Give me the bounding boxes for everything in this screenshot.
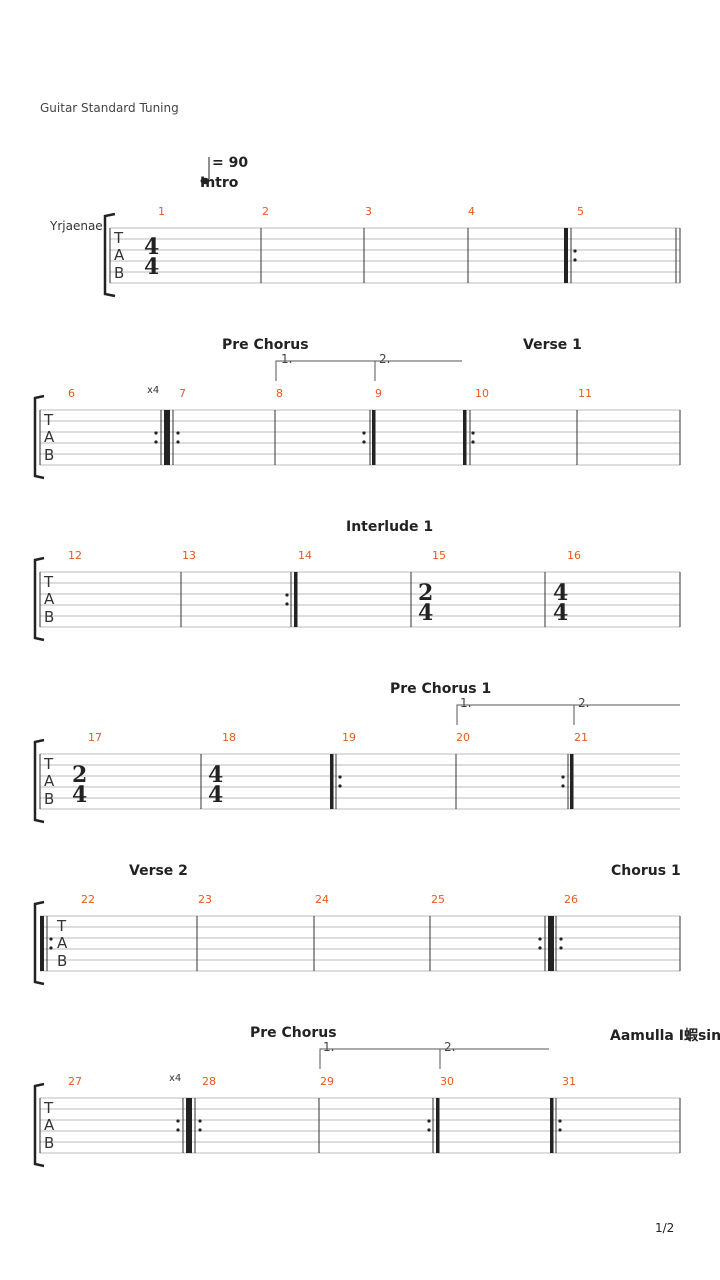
svg-text:T: T	[43, 411, 54, 429]
svg-text:4: 4	[418, 600, 433, 626]
tempo-marking: = 90	[212, 155, 249, 171]
staff-system-6: TAB	[33, 1048, 681, 1168]
section-aamulla: Aamulla I蝦sin h	[610, 1028, 720, 1044]
bar-number: 15	[432, 549, 446, 562]
bar-number: 28	[202, 1075, 216, 1088]
bar-number: 29	[320, 1075, 334, 1088]
repeat-count: x4	[147, 385, 160, 396]
tuning-label: Guitar Standard Tuning	[40, 101, 179, 115]
bar-number: 11	[578, 387, 592, 400]
svg-text:T: T	[43, 1099, 54, 1117]
svg-text:T: T	[56, 917, 67, 935]
svg-text:A: A	[57, 934, 68, 952]
staff-system-1: T A B 44	[103, 212, 681, 298]
bar-number: 30	[440, 1075, 454, 1088]
bar-number: 13	[182, 549, 196, 562]
bar-number: 16	[567, 549, 581, 562]
volta-label: 2.	[379, 352, 391, 366]
svg-text:B: B	[44, 790, 54, 808]
section-interlude-1: Interlude 1	[346, 519, 434, 535]
tab-letter: A	[114, 246, 125, 264]
staff-system-4: TAB 24 44	[33, 704, 680, 824]
tab-letter: B	[114, 264, 124, 282]
svg-text:T: T	[43, 755, 54, 773]
page-number: 1/2	[655, 1221, 675, 1235]
bar-number: 7	[179, 387, 186, 400]
volta-label: 1.	[281, 352, 293, 366]
bar-number: 22	[81, 893, 95, 906]
svg-text:2: 2	[72, 762, 87, 788]
svg-text:T: T	[43, 573, 54, 591]
svg-text:4: 4	[553, 600, 568, 626]
svg-text:4: 4	[144, 234, 159, 260]
section-pre-chorus-1: Pre Chorus 1	[390, 681, 492, 697]
svg-text:2: 2	[418, 580, 433, 606]
section-verse-1: Verse 1	[523, 337, 582, 353]
bar-number: 6	[68, 387, 75, 400]
tab-letter: T	[113, 229, 124, 247]
svg-text:4: 4	[553, 580, 568, 606]
section-intro: Intro	[200, 175, 239, 191]
svg-text:4: 4	[208, 762, 223, 788]
svg-text:A: A	[44, 1116, 55, 1134]
staff-system-3: TAB 24 44	[33, 556, 681, 642]
svg-text:4: 4	[208, 782, 223, 808]
svg-text:B: B	[44, 446, 54, 464]
volta-label: 1.	[460, 696, 472, 710]
svg-text:B: B	[44, 1134, 54, 1152]
bar-number: 19	[342, 731, 356, 744]
bar-number: 5	[577, 205, 584, 218]
svg-text:4: 4	[72, 782, 87, 808]
volta-label: 2.	[444, 1040, 456, 1054]
bar-number: 24	[315, 893, 329, 906]
quarter-note-icon	[200, 157, 210, 185]
bar-number: 10	[475, 387, 489, 400]
svg-text:4: 4	[144, 254, 159, 280]
repeat-count: x4	[169, 1073, 182, 1084]
svg-text:B: B	[57, 952, 67, 970]
svg-text:B: B	[44, 608, 54, 626]
bar-number: 26	[564, 893, 578, 906]
bar-number: 23	[198, 893, 212, 906]
section-chorus-1: Chorus 1	[611, 863, 681, 879]
bar-number: 25	[431, 893, 445, 906]
section-verse-2: Verse 2	[129, 863, 188, 879]
bar-number: 14	[298, 549, 312, 562]
svg-text:A: A	[44, 772, 55, 790]
bar-number: 12	[68, 549, 82, 562]
bar-number: 20	[456, 731, 470, 744]
bar-number: 21	[574, 731, 588, 744]
bar-number: 4	[468, 205, 475, 218]
section-pre-chorus-2: Pre Chorus	[250, 1025, 337, 1041]
staff-system-5: TAB	[33, 900, 681, 986]
bar-number: 27	[68, 1075, 82, 1088]
bar-number: 2	[262, 205, 269, 218]
bar-number: 31	[562, 1075, 576, 1088]
bar-number: 3	[365, 205, 372, 218]
bar-number: 8	[276, 387, 283, 400]
section-pre-chorus: Pre Chorus	[222, 337, 309, 353]
volta-label: 2.	[578, 696, 590, 710]
staff-system-2: TAB	[33, 360, 681, 480]
volta-label: 1.	[323, 1040, 335, 1054]
bar-number: 9	[375, 387, 382, 400]
bar-number: 1	[158, 205, 165, 218]
svg-text:A: A	[44, 428, 55, 446]
bar-number: 17	[88, 731, 102, 744]
bar-number: 18	[222, 731, 236, 744]
svg-text:A: A	[44, 590, 55, 608]
instrument-name: Yrjaenae	[50, 219, 103, 233]
